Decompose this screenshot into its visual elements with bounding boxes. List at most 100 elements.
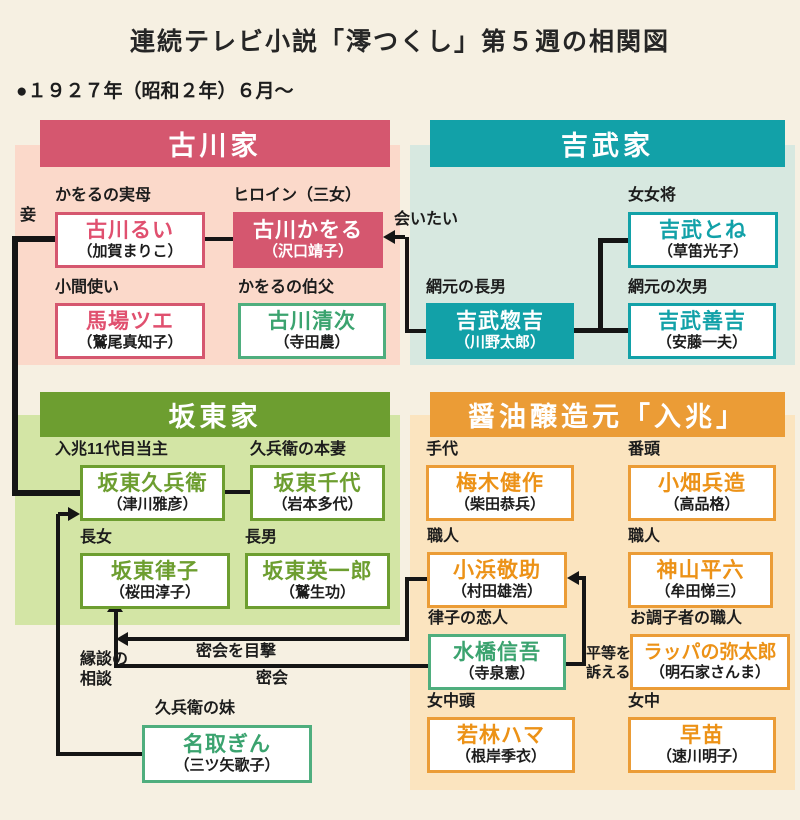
person-box-sokichi: 吉武惣吉 （川野太郎） bbox=[426, 303, 574, 359]
role-kamiyama: 職人 bbox=[628, 528, 661, 545]
line-yoshitake-vertical bbox=[598, 238, 603, 332]
person-box-hama: 若林ハマ （根岸季衣） bbox=[427, 717, 575, 773]
label-byodo: 平等を 訴える bbox=[586, 645, 632, 681]
person-name: 梅木健作 bbox=[456, 472, 544, 496]
page-title: 連続テレビ小説「澪つくし」第５週の相関図 bbox=[129, 28, 670, 56]
person-box-kamiyama: 神山平六 （牟田悌三） bbox=[628, 552, 773, 608]
person-box-obata: 小畑兵造 （高品格） bbox=[628, 465, 776, 521]
line-aitai-h2 bbox=[394, 235, 405, 239]
person-name: 水橋信吾 bbox=[453, 641, 541, 665]
line-sokichi-zenkichi bbox=[574, 328, 628, 333]
person-box-tone: 吉武とね （草笛光子） bbox=[628, 212, 778, 268]
person-box-tsue: 馬場ツエ （鷲尾真知子） bbox=[55, 303, 205, 359]
actor-name: （草笛光子） bbox=[657, 242, 748, 260]
person-box-kaoru: 古川かをる （沢口靖子） bbox=[233, 212, 383, 268]
role-yataro: お調子者の職人 bbox=[630, 610, 743, 627]
actor-name: （牟田悌三） bbox=[655, 582, 746, 600]
arrowhead-aitai bbox=[383, 230, 395, 244]
role-eiichiro: 長男 bbox=[245, 529, 278, 546]
era-subtitle: ●１９２７年（昭和２年）６月～ bbox=[16, 81, 294, 102]
person-name: 吉武惣吉 bbox=[456, 310, 544, 334]
role-mizuhashi: 律子の恋人 bbox=[428, 610, 509, 627]
person-box-chiyo: 坂東千代 （岩本多代） bbox=[250, 465, 385, 521]
person-name: 小畑兵造 bbox=[658, 472, 746, 496]
actor-name: （寺田農） bbox=[274, 333, 350, 351]
actor-name: （村田雄浩） bbox=[451, 582, 542, 600]
actor-name: （川野太郎） bbox=[454, 333, 545, 351]
actor-name: （寺泉憲） bbox=[459, 664, 535, 682]
role-kyubei: 入兆11代目当主 bbox=[55, 441, 168, 458]
line-mokugeki bbox=[128, 637, 409, 641]
actor-name: （安藤一夫） bbox=[656, 333, 747, 351]
line-kohama-vertical bbox=[405, 577, 409, 640]
line-byodo-h bbox=[566, 662, 586, 666]
line-aitai-h1 bbox=[409, 329, 426, 333]
role-sanae: 女中 bbox=[628, 693, 661, 710]
role-gin: 久兵衛の妹 bbox=[155, 700, 236, 717]
line-kohama-stub bbox=[405, 577, 427, 581]
label-aitai: 会いたい bbox=[394, 211, 459, 228]
person-name: 吉武とね bbox=[659, 219, 747, 243]
person-name: ラッパの弥太郎 bbox=[643, 642, 777, 664]
actor-name: （柴田恭兵） bbox=[454, 495, 545, 513]
person-box-umeki: 梅木健作 （柴田恭兵） bbox=[426, 465, 574, 521]
role-sokichi: 網元の長男 bbox=[426, 279, 507, 296]
person-box-kyubei: 坂東久兵衛 （津川雅彦） bbox=[80, 465, 225, 521]
line-endan-bottom bbox=[56, 752, 146, 756]
arrowhead-mokugeki bbox=[116, 632, 128, 646]
bando-header: 坂東家 bbox=[40, 392, 390, 437]
role-ritsuko: 長女 bbox=[80, 529, 113, 546]
person-box-sanae: 早苗 （速川明子） bbox=[628, 717, 776, 773]
furukawa-header: 古川家 bbox=[40, 120, 390, 167]
line-kyubei-chiyo bbox=[225, 490, 250, 494]
person-box-ritsuko: 坂東律子 （桜田淳子） bbox=[80, 553, 230, 609]
person-name: 若林ハマ bbox=[457, 724, 545, 748]
person-box-mizuhashi: 水橋信吾 （寺泉憲） bbox=[428, 634, 566, 690]
line-mekake-top bbox=[12, 236, 55, 242]
iricho-header: 醤油醸造元「入兆」 bbox=[430, 392, 785, 437]
person-box-kohama: 小浜敬助 （村田雄浩） bbox=[427, 552, 567, 608]
yoshitake-header: 吉武家 bbox=[430, 120, 785, 167]
person-name: 吉武善吉 bbox=[658, 310, 746, 334]
person-name: 名取ぎん bbox=[183, 733, 271, 757]
person-name: 坂東律子 bbox=[111, 560, 199, 584]
person-name: 坂東千代 bbox=[273, 472, 362, 496]
person-name: 坂東英一郎 bbox=[262, 560, 373, 584]
actor-name: （根岸季衣） bbox=[455, 747, 546, 765]
label-mokugeki: 密会を目撃 bbox=[196, 643, 277, 660]
actor-name: （加賀まりこ） bbox=[77, 242, 183, 260]
line-rui-kaoru bbox=[205, 237, 233, 241]
line-mekake-vertical bbox=[12, 236, 18, 496]
label-mikkai: 密会 bbox=[256, 670, 289, 687]
role-tone: 女女将 bbox=[628, 187, 677, 204]
line-byodo-stub bbox=[578, 576, 586, 580]
actor-name: （鷲生功） bbox=[279, 583, 355, 601]
label-mekake: 妾 bbox=[20, 207, 37, 224]
actor-name: （桜田淳子） bbox=[109, 583, 200, 601]
role-kaoru: ヒロイン（三女） bbox=[233, 187, 362, 204]
line-endan-top bbox=[58, 512, 70, 516]
label-endan: 縁談の 相談 bbox=[80, 651, 129, 688]
actor-name: （明石家さんま） bbox=[649, 663, 770, 681]
person-box-rui: 古川るい （加賀まりこ） bbox=[55, 212, 205, 268]
role-seiji: かをるの伯父 bbox=[238, 279, 335, 296]
line-endan-vertical bbox=[56, 514, 60, 756]
line-mekake-bottom bbox=[12, 490, 80, 496]
arrowhead-byodo bbox=[567, 571, 579, 585]
role-umeki: 手代 bbox=[426, 441, 459, 458]
line-mikkai bbox=[116, 664, 428, 668]
arrowhead-endan bbox=[68, 507, 80, 521]
actor-name: （津川雅彦） bbox=[107, 495, 198, 513]
person-name: 早苗 bbox=[680, 724, 724, 748]
actor-name: （岩本多代） bbox=[272, 495, 363, 513]
role-hama: 女中頭 bbox=[427, 693, 476, 710]
person-box-gin: 名取ぎん （三ツ矢歌子） bbox=[142, 725, 312, 783]
role-zenkichi: 網元の次男 bbox=[628, 279, 709, 296]
person-box-zenkichi: 吉武善吉 （安藤一夫） bbox=[628, 303, 776, 359]
actor-name: （速川明子） bbox=[656, 747, 747, 765]
actor-name: （高品格） bbox=[664, 495, 740, 513]
role-obata: 番頭 bbox=[628, 441, 661, 458]
person-name: 神山平六 bbox=[656, 559, 745, 583]
actor-name: （沢口靖子） bbox=[262, 242, 353, 260]
